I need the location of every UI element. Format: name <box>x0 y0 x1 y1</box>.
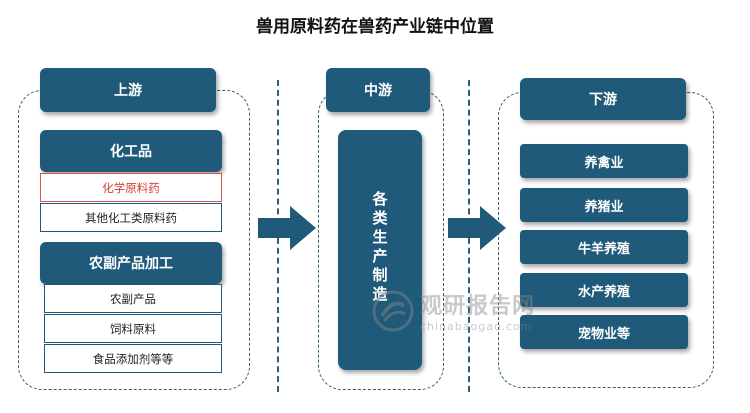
arrow-right-icon <box>448 206 506 250</box>
midstream-production-text: 各类生产制造 <box>372 190 388 303</box>
watermark-cn-text: 观研报告网 <box>420 294 536 319</box>
pig-item: 养猪业 <box>520 188 688 222</box>
agri-processing-category: 农副产品加工 <box>40 242 222 284</box>
watermark: 观研报告网 chinabaogao.com <box>372 288 535 333</box>
chemical-category: 化工品 <box>40 130 222 172</box>
downstream-header: 下游 <box>520 78 686 120</box>
watermark-logo-icon <box>372 290 414 331</box>
upstream-header: 上游 <box>40 68 216 112</box>
watermark-en-text: chinabaogao.com <box>420 320 533 333</box>
food-additive-item: 食品添加剂等等 <box>44 344 222 373</box>
aquaculture-item: 水产养殖 <box>520 273 688 307</box>
pet-item: 宠物业等 <box>520 315 688 349</box>
cattle-sheep-item: 牛羊养殖 <box>520 230 688 264</box>
midstream-header: 中游 <box>326 68 430 112</box>
poultry-item: 养禽业 <box>520 144 688 178</box>
feed-material-item: 饲料原料 <box>44 314 222 343</box>
other-chemical-api-item: 其他化工类原料药 <box>40 203 222 232</box>
midstream-production-box: 各类生产制造 <box>338 130 422 370</box>
diagram-title: 兽用原料药在兽药产业链中位置 <box>256 17 494 37</box>
chemical-api-item: 化学原料药 <box>40 173 222 202</box>
agri-product-item: 农副产品 <box>44 284 222 313</box>
arrow-right-icon <box>258 206 316 250</box>
